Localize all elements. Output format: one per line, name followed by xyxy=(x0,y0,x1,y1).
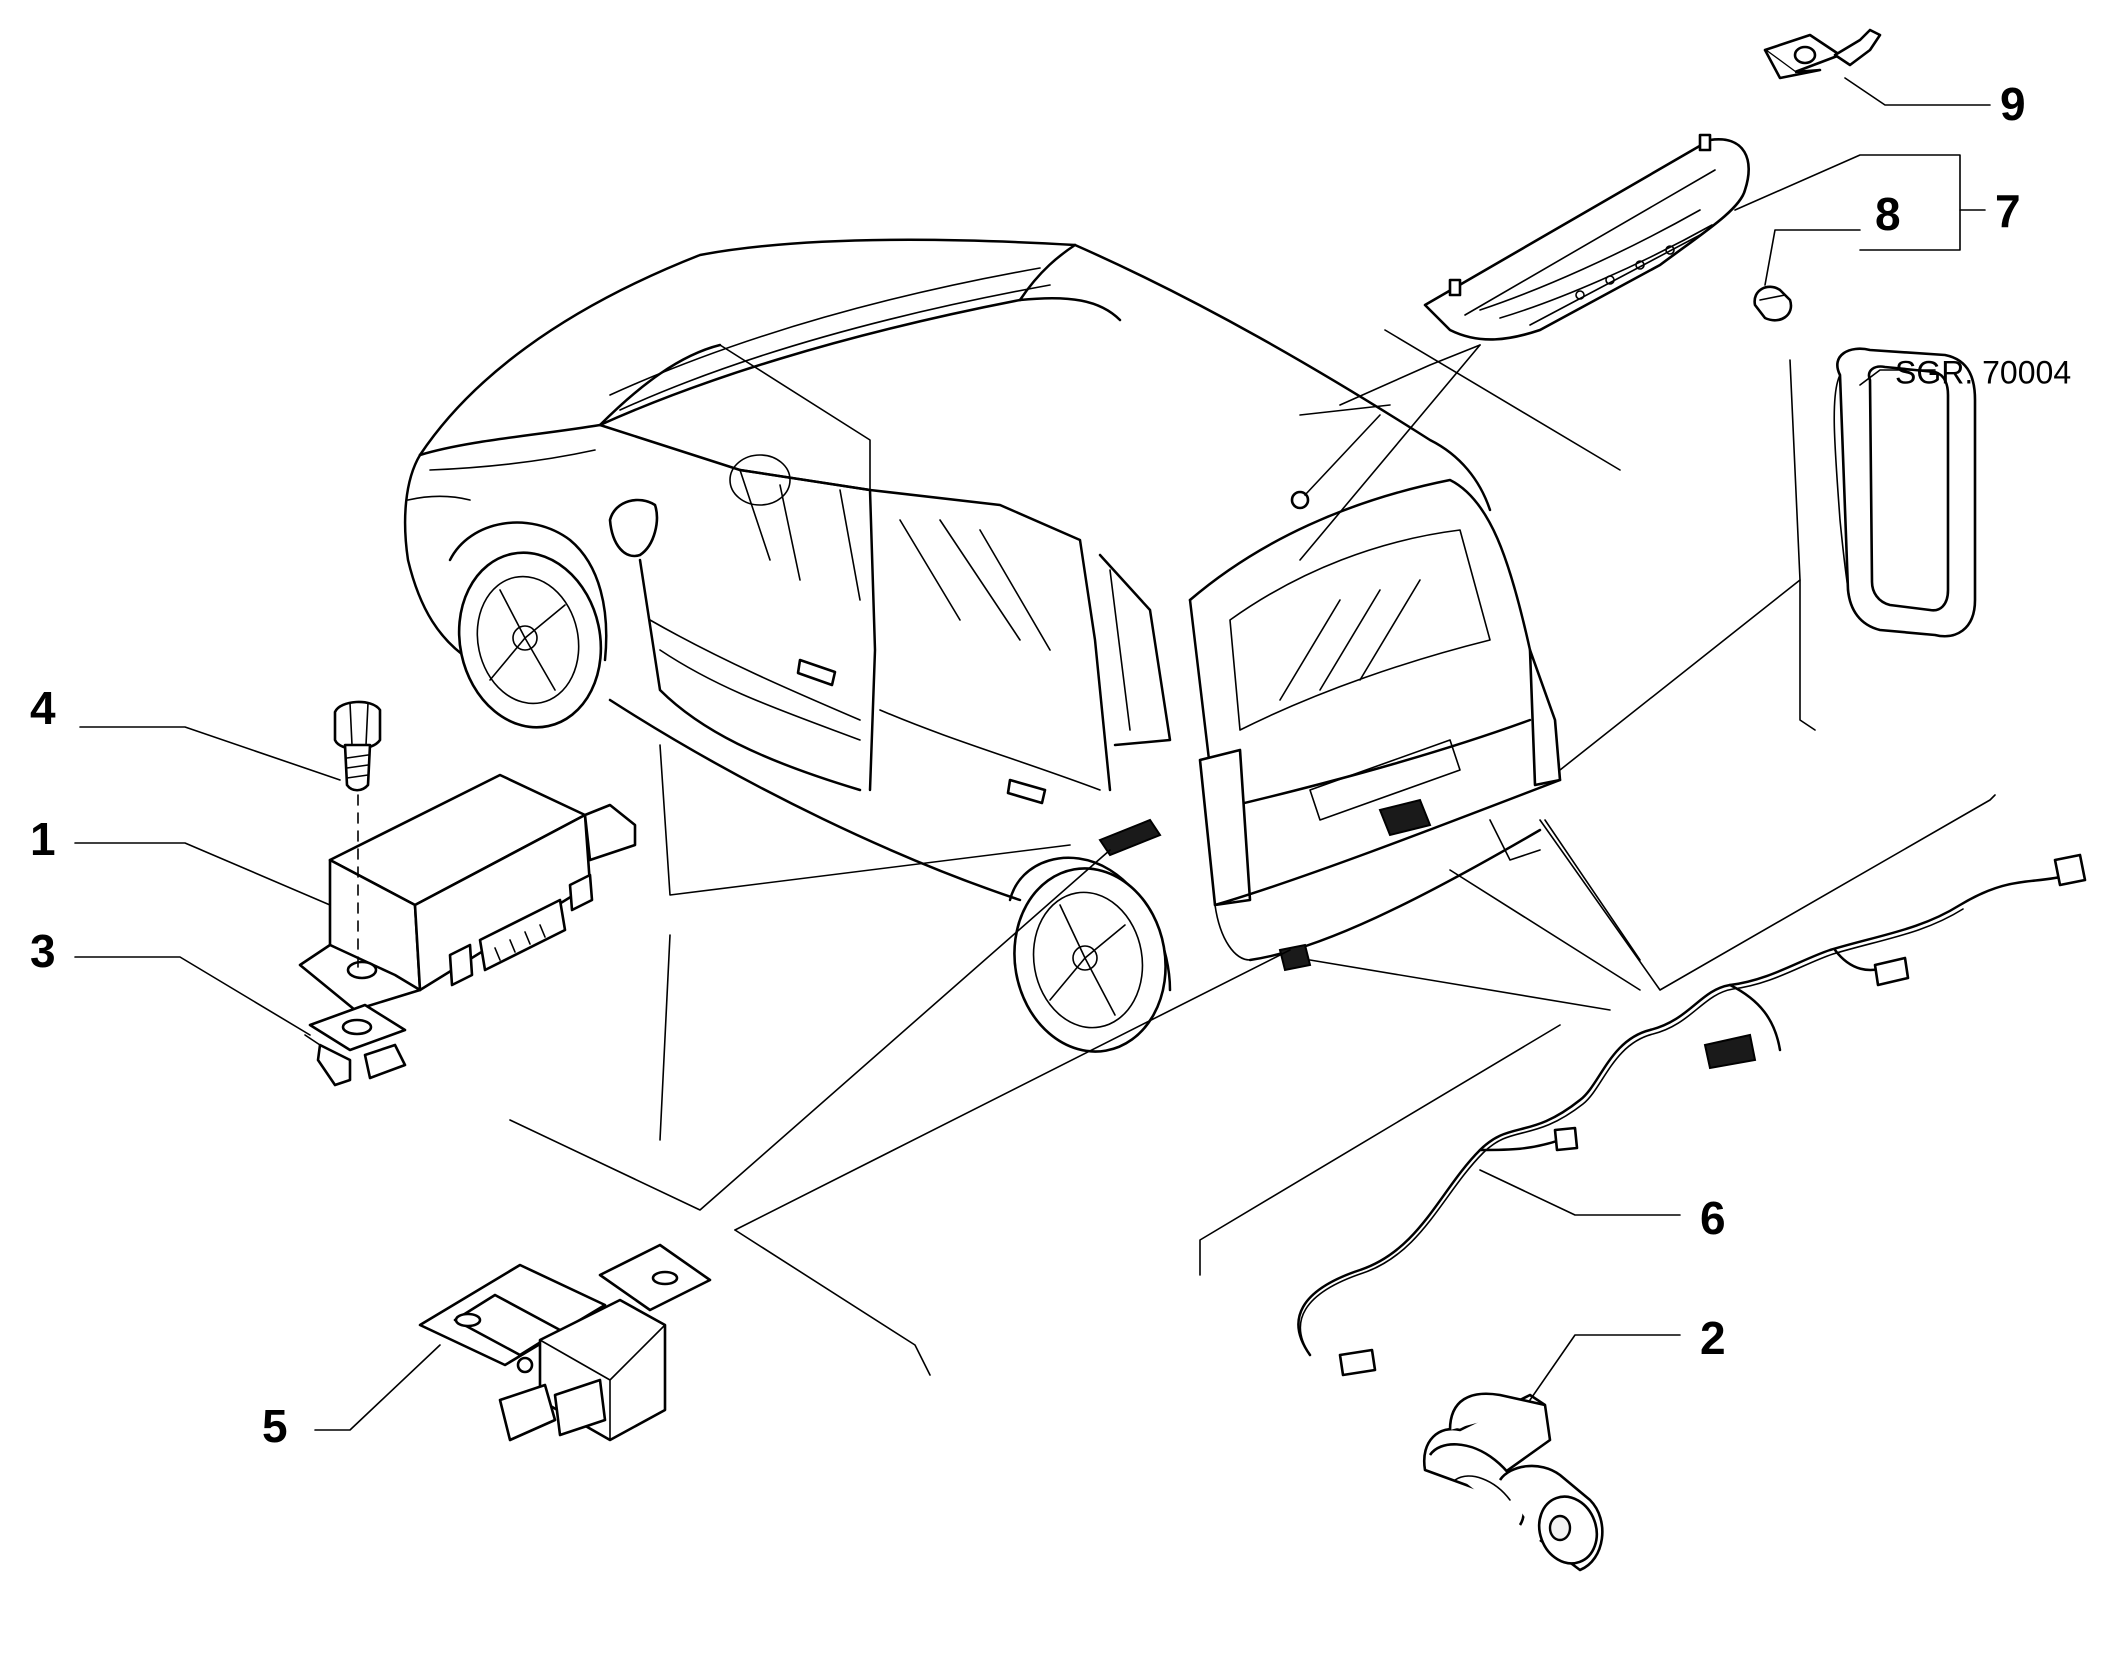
car-body xyxy=(403,238,1562,1053)
grommet-ref-part xyxy=(1833,347,1977,638)
third-brake-light xyxy=(1423,133,1750,341)
wiring-harness xyxy=(1297,853,2087,1377)
reference-label: SGR. 70004 xyxy=(1895,354,2071,390)
callout-9: 9 xyxy=(2000,78,2026,130)
bulb xyxy=(1753,285,1793,322)
callout-4: 4 xyxy=(30,682,56,734)
callout-7: 7 xyxy=(1995,185,2021,237)
mounting-bracket xyxy=(418,1243,712,1442)
bracket-clip xyxy=(1763,28,1882,80)
leader-lines xyxy=(509,329,1996,1376)
callout-8: 8 xyxy=(1875,188,1901,240)
callout-6: 6 xyxy=(1700,1192,1726,1244)
callout-labels: 1 4 3 5 6 2 7 8 9 SGR. 70004 xyxy=(30,78,2071,1452)
callout-5: 5 xyxy=(262,1400,288,1452)
clip-nut xyxy=(304,1003,407,1087)
parking-sensor xyxy=(1422,1392,1604,1572)
bolt xyxy=(333,700,382,971)
callout-2: 2 xyxy=(1700,1312,1726,1364)
parking-sensor-control-unit xyxy=(298,773,637,1012)
callout-1: 1 xyxy=(30,813,56,865)
callout-3: 3 xyxy=(30,925,56,977)
callout-leaders xyxy=(74,77,1991,1431)
